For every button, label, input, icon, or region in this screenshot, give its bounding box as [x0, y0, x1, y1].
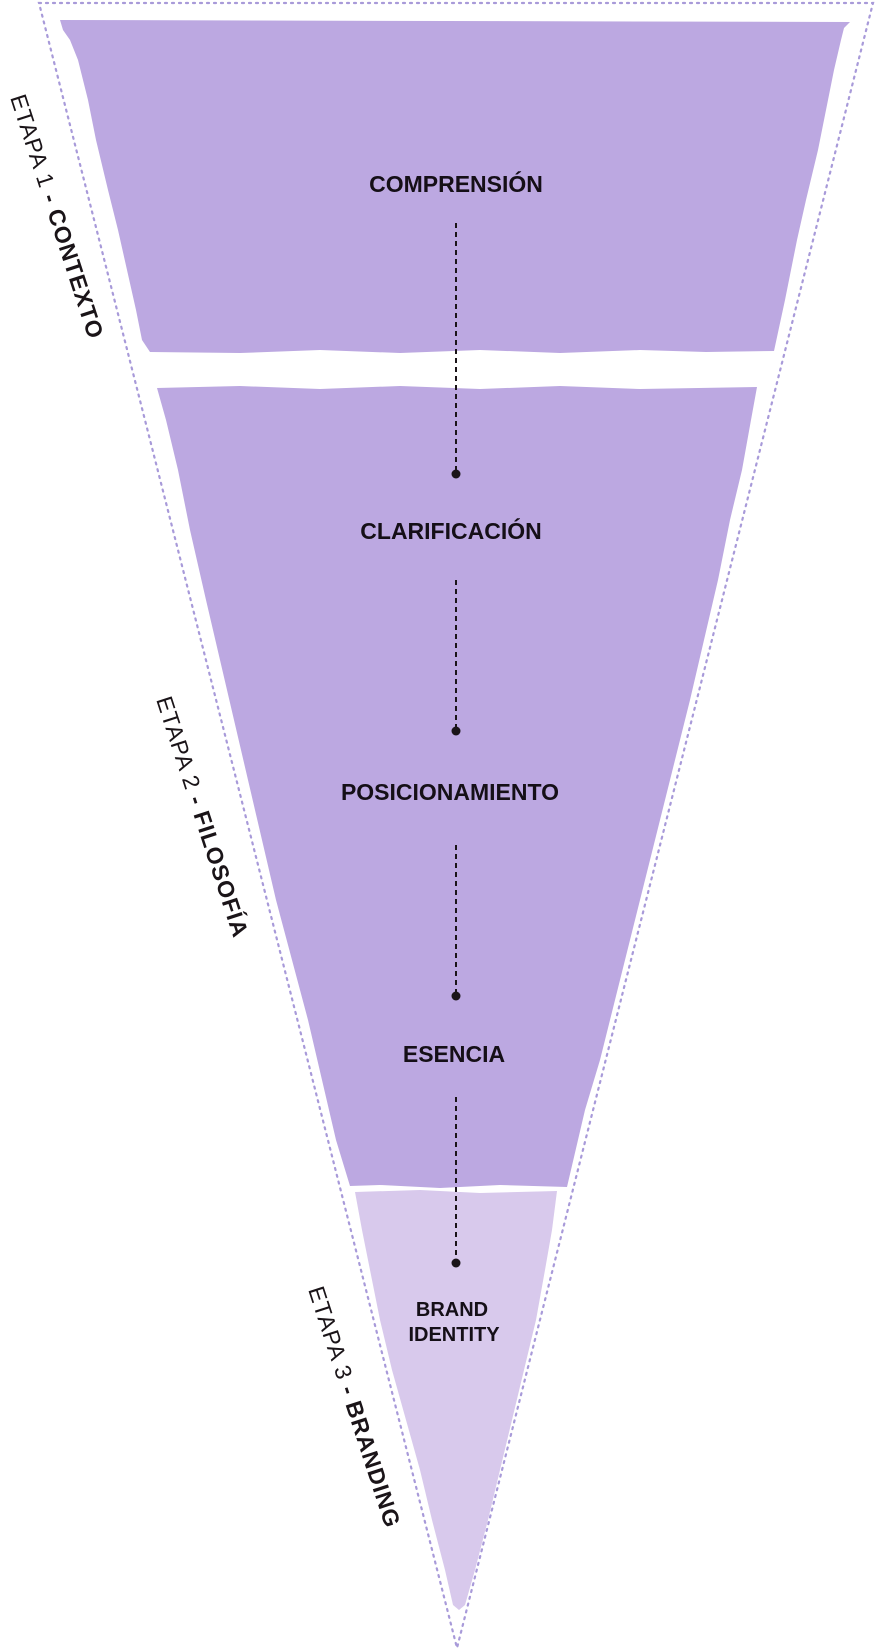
node-posicionamiento: POSICIONAMIENTO	[341, 779, 559, 805]
funnel-outline	[37, 1, 875, 1649]
connector-dots	[451, 469, 461, 1268]
connector-dot-1	[451, 469, 461, 479]
node-brand-identity-line1: BRAND	[416, 1299, 488, 1321]
band-branding	[355, 1190, 557, 1610]
connector-dot-2	[451, 726, 461, 736]
node-comprension: COMPRENSIÓN	[369, 170, 543, 197]
connector-dot-3	[451, 991, 461, 1001]
band-filosofia	[157, 386, 757, 1188]
node-esencia: ESENCIA	[403, 1041, 505, 1067]
node-clarificacion: CLARIFICACIÓN	[360, 517, 541, 544]
band-contexto	[60, 20, 850, 353]
connector-dot-4	[451, 1258, 461, 1268]
node-brand-identity-line2: IDENTITY	[408, 1324, 500, 1346]
